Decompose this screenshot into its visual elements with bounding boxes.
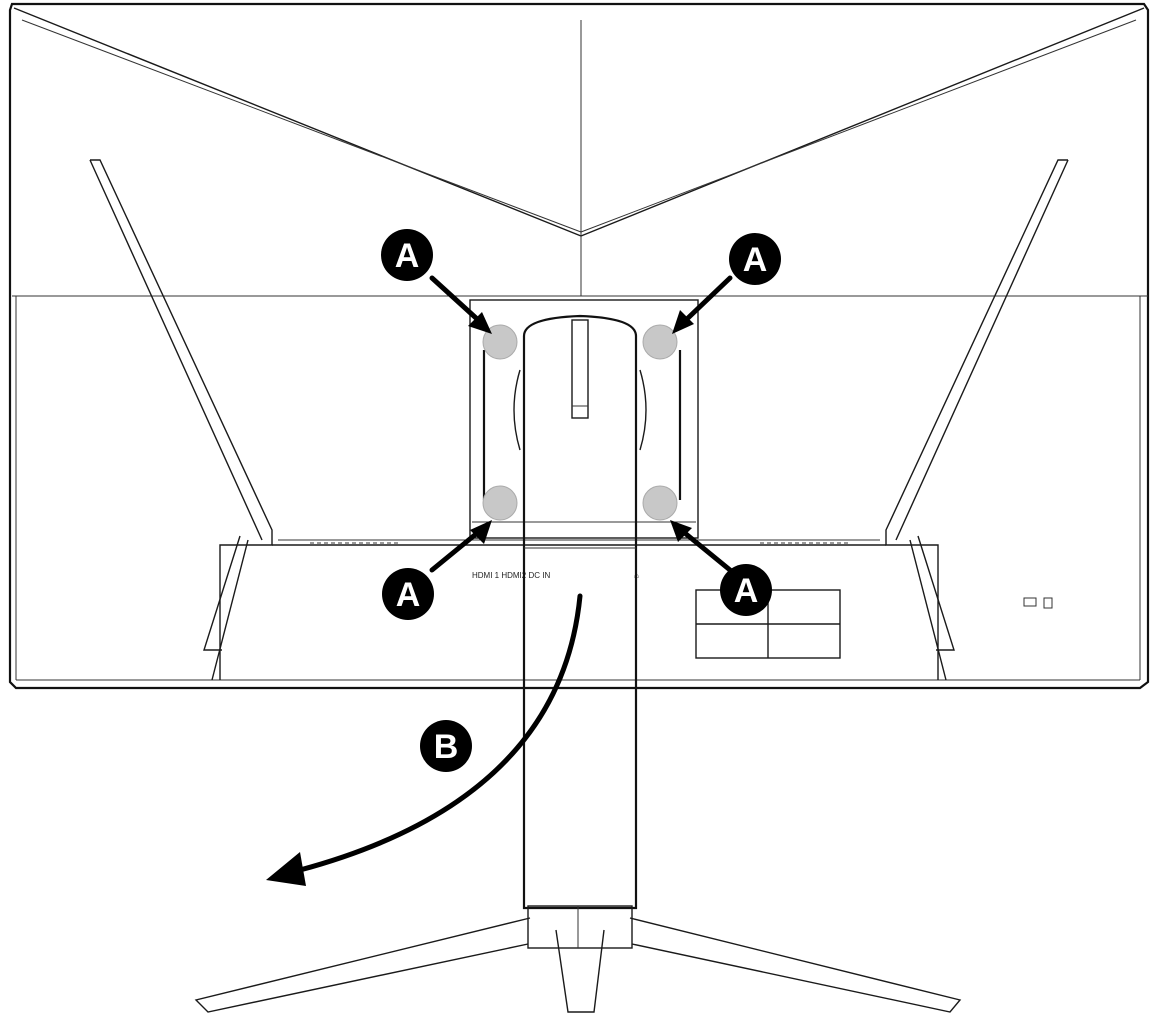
svg-text:A: A: [743, 241, 768, 279]
stand-column: [522, 314, 638, 910]
callout-arrows-a: [429, 275, 733, 573]
callout-a-top-left: A: [381, 229, 433, 281]
kensington-lock-icon: [1023, 597, 1053, 609]
svg-text:A: A: [395, 237, 420, 275]
rotation-arrow-b: [266, 593, 583, 886]
svg-text:B: B: [434, 728, 459, 766]
callout-a-bottom-left: A: [382, 568, 434, 620]
callout-a-bottom-right: A: [720, 564, 772, 616]
stand-base: [194, 905, 962, 1013]
svg-text:A: A: [734, 572, 759, 610]
callout-b: B: [420, 720, 472, 772]
port-strip: [272, 539, 886, 546]
callout-a-top-right: A: [729, 233, 781, 285]
svg-text:A: A: [396, 576, 421, 614]
right-trim-stripes: [885, 159, 1069, 681]
screw-top-right[interactable]: [642, 324, 678, 360]
port-label: HDMI 1 HDMI2 DC IN: [472, 571, 550, 580]
left-trim-stripes: [89, 159, 273, 681]
screw-bottom-right[interactable]: [642, 485, 678, 521]
monitor-body: [8, 2, 1150, 690]
vesa-mount-plate: [469, 299, 699, 539]
screw-bottom-left[interactable]: [482, 485, 518, 521]
